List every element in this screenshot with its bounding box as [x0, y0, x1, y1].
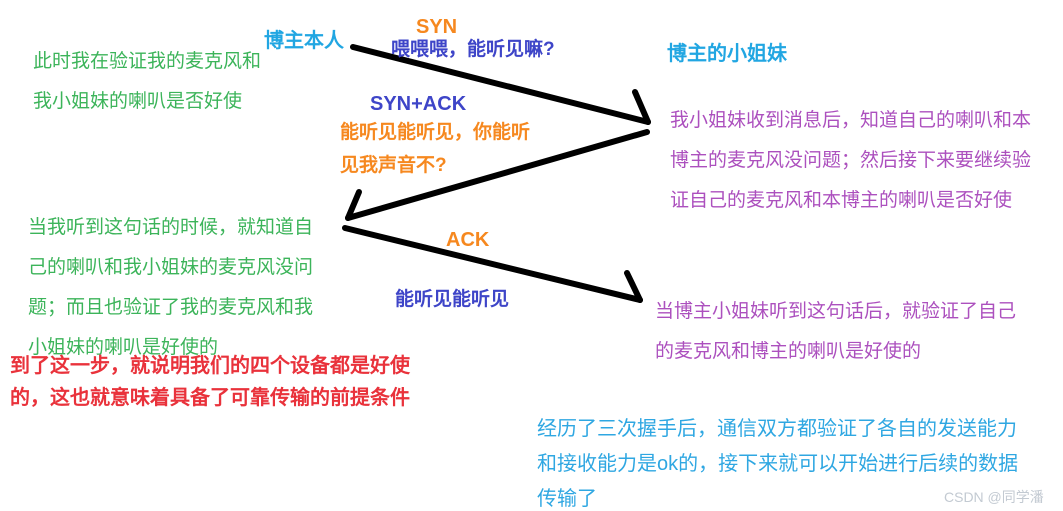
csdn-watermark: CSDN @同学潘 [944, 489, 1044, 505]
syn-ack-label: SYN+ACK [370, 93, 467, 115]
ack-label: ACK [446, 229, 490, 251]
ack-message: 能听见能听见 [395, 289, 510, 310]
note-summary: 经历了三次握手后，通信双方都验证了各自的发送能力 和接收能力是ok的，接下来就可… [537, 418, 1019, 510]
note-friend-after-ack: 当博主小姐妹听到这句话后，就验证了自己 的麦克风和博主的喇叭是好使的 [655, 301, 1017, 362]
ack-arrow [342, 225, 643, 303]
friend-label: 博主的小姐妹 [667, 43, 787, 65]
note-conclusion-devices: 到了这一步，就说明我们的四个设备都是好使 的，这也就意味着具备了可靠传输的前提条… [10, 355, 410, 409]
syn-ack-message: 能听见能听见，你能听 见我声音不? [340, 122, 531, 176]
syn-arrow [350, 44, 651, 125]
syn-label: SYN [416, 16, 458, 38]
blogger-label: 博主本人 [264, 30, 344, 52]
note-friend-after-syn: 我小姐妹收到消息后，知道自己的喇叭和本 博主的麦克风没问题；然后接下来要继续验 … [670, 110, 1032, 211]
note-blogger-initial: 此时我在验证我的麦克风和 我小姐妹的喇叭是否好使 [33, 51, 262, 112]
syn-ack-arrow [345, 129, 650, 221]
note-blogger-after-synack: 当我听到这句话的时候，就知道自 己的喇叭和我小姐妹的麦克风没问 题；而且也验证了… [28, 217, 314, 358]
syn-message: 喂喂喂，能听见嘛? [391, 39, 555, 60]
